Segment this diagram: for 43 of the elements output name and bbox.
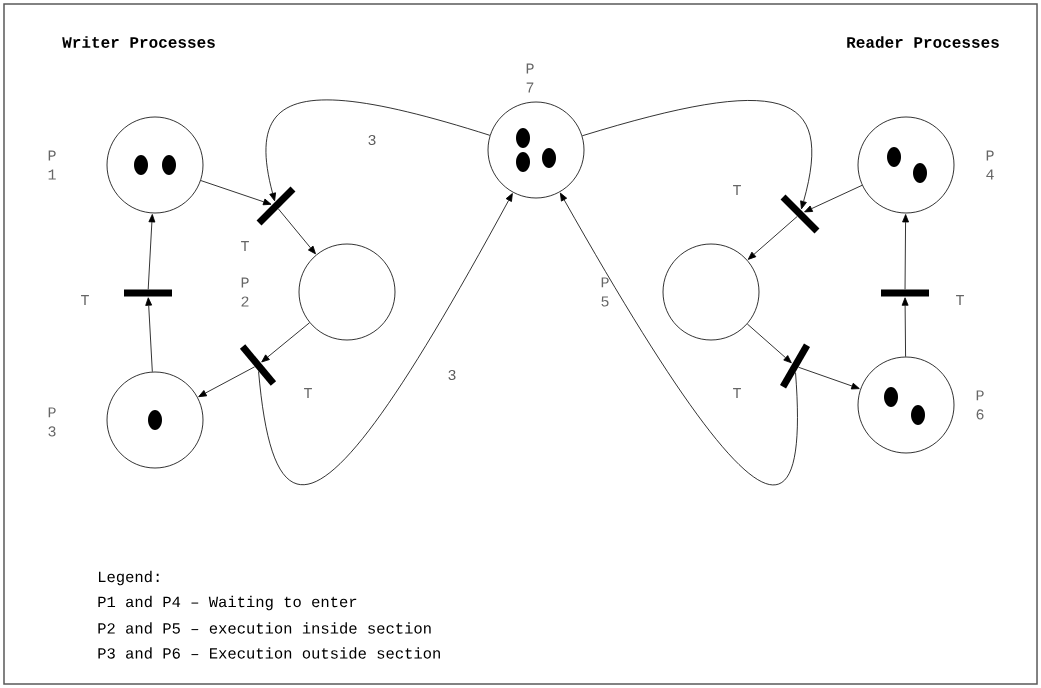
- place-label: P 5: [601, 277, 609, 307]
- transition-label: T: [733, 185, 741, 195]
- edge-label: 3: [446, 368, 458, 382]
- transition-bar: [239, 344, 277, 386]
- legend-text: P1 and P4 – Waiting to enter: [98, 595, 357, 611]
- edge-label: 3: [366, 133, 378, 147]
- legend-text: P3 and P6 – Execution outside section: [98, 647, 440, 659]
- arrow: [198, 366, 256, 398]
- place-label: P 7: [526, 63, 534, 93]
- arrow: [200, 180, 272, 206]
- arrow: [265, 99, 491, 202]
- legend-text: P2 and P5 – execution inside section: [98, 622, 431, 634]
- place-label: P 4: [986, 150, 994, 180]
- arrow: [581, 100, 813, 210]
- arrow: [747, 216, 798, 260]
- section-heading: Reader Processes: [847, 36, 999, 48]
- section-heading: Writer Processes: [62, 36, 215, 48]
- transition-bar: [256, 186, 296, 226]
- arrow: [145, 297, 153, 373]
- arrow: [277, 208, 316, 255]
- place-circle: [662, 243, 760, 341]
- legend-text: Legend:: [99, 570, 159, 586]
- transition-bar: [780, 343, 811, 389]
- arrow: [258, 193, 513, 485]
- place-label: P 1: [48, 150, 56, 180]
- place-label: P 2: [241, 277, 249, 307]
- arrow: [902, 214, 909, 290]
- transition-label: T: [956, 295, 964, 305]
- arrow: [559, 192, 798, 485]
- arrow: [746, 323, 792, 364]
- transition-label: T: [81, 295, 89, 305]
- arrow: [261, 322, 310, 363]
- transition-label: T: [241, 241, 249, 251]
- place-label: P 6: [976, 390, 984, 420]
- arrow: [901, 297, 909, 357]
- transition-label: T: [733, 388, 741, 398]
- place-label: P 3: [48, 407, 56, 437]
- arrow: [798, 366, 860, 390]
- place-circle: [298, 243, 396, 341]
- transition-label: T: [304, 388, 312, 398]
- transition-bar: [780, 194, 820, 234]
- arrow: [147, 214, 156, 290]
- arrow: [804, 184, 863, 213]
